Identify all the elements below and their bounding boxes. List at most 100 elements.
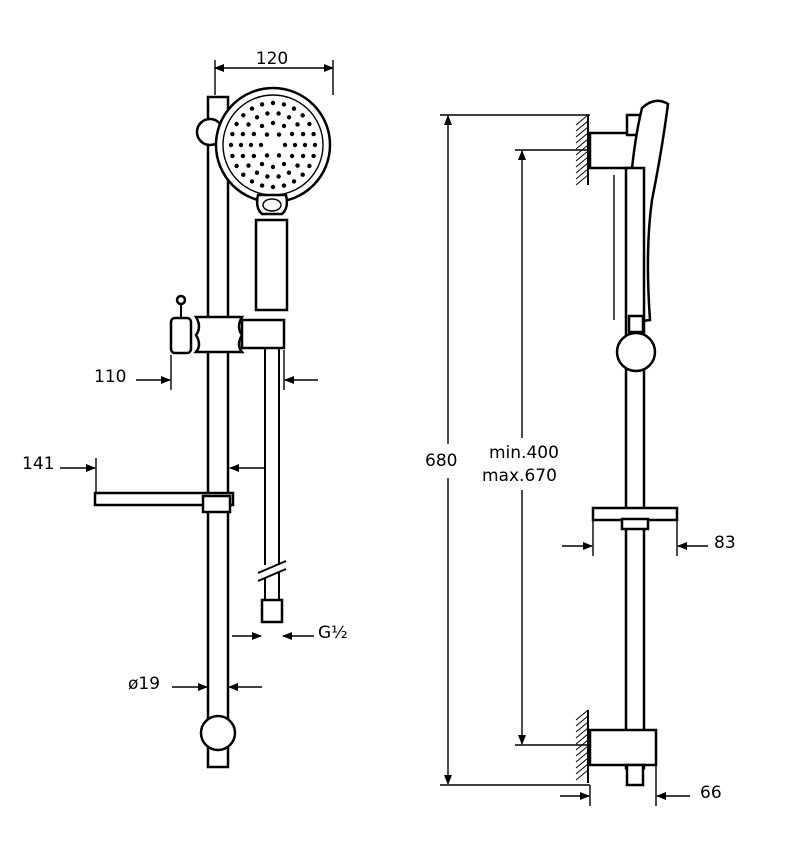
dim-adjust-max-label: max.670	[482, 466, 557, 486]
hatch-line	[575, 751, 589, 763]
dim-rail-length-label: 680	[425, 451, 457, 471]
nozzle-dot	[259, 102, 265, 107]
hatch-line	[575, 168, 589, 180]
hatch-line	[575, 769, 589, 781]
hatch-line	[575, 174, 589, 186]
nozzle-dot	[307, 121, 312, 127]
nozzle-dot	[281, 183, 287, 188]
nozzle-dot	[300, 131, 306, 137]
nozzle-dot	[295, 122, 300, 127]
nozzle-dot	[292, 142, 298, 148]
hatch-line	[575, 114, 589, 126]
nozzle-dot	[276, 153, 282, 158]
nozzle-dot	[307, 163, 312, 169]
nozzle-dot	[286, 170, 292, 175]
nozzle-dot	[276, 174, 281, 179]
nozzle-dot	[265, 111, 270, 116]
nozzle-dot	[240, 131, 246, 137]
nozzle-dot	[249, 179, 255, 184]
dim-head-width: 120	[214, 49, 334, 95]
hatch-line	[575, 733, 589, 745]
dim-hose-thread: G½	[232, 623, 348, 643]
dim-bracket-depth-label: 66	[700, 783, 722, 803]
shower-hose	[257, 348, 287, 624]
hatch-line	[575, 727, 589, 739]
dim-holder-offset: 110	[94, 350, 318, 390]
hatch-line	[575, 745, 589, 757]
nozzle-dot	[270, 120, 276, 126]
nozzle-dot	[265, 174, 270, 179]
nozzle-dot	[270, 164, 276, 170]
hatch-line	[575, 156, 589, 168]
nozzle-dot	[302, 142, 308, 148]
nozzle-dot	[240, 153, 246, 159]
dim-adjust-min-label: min.400	[489, 443, 559, 463]
nozzle-dot	[264, 132, 270, 137]
nozzle-dot	[270, 100, 276, 106]
hatch-line	[575, 709, 589, 721]
nozzle-dot	[230, 153, 235, 159]
dim-holder-offset-label: 110	[94, 367, 126, 387]
nozzle-dot	[249, 106, 255, 111]
side-slider-knob	[615, 331, 657, 373]
hand-shower-handle	[254, 218, 289, 312]
dim-head-width-label: 120	[256, 49, 288, 69]
side-slide-rail	[624, 166, 646, 770]
hatch-line	[575, 126, 589, 138]
side-view: 680 min.400 max.670 83 66	[425, 99, 736, 806]
hatch-line	[575, 757, 589, 769]
nozzle-dot	[282, 142, 288, 148]
dim-soap-dish-depth: 83	[562, 520, 736, 556]
hatch-line	[575, 162, 589, 174]
nozzle-dot	[258, 142, 264, 148]
nozzle-dot	[254, 170, 260, 175]
dim-soap-dish-offset: 141	[22, 454, 266, 492]
nozzle-dot	[291, 179, 297, 184]
nozzle-dot	[259, 123, 265, 129]
nozzle-dot	[300, 172, 305, 177]
nozzle-dot	[234, 121, 239, 127]
hose-nut	[260, 598, 284, 624]
dim-rail-length: 680	[425, 114, 590, 786]
dim-soap-dish-offset-label: 141	[22, 454, 54, 474]
front-soap-dish	[93, 491, 235, 514]
front-view: 120 110 141 G½ ø19	[22, 49, 348, 769]
hatch-line	[575, 132, 589, 144]
nozzle-dot	[295, 163, 300, 168]
dim-bracket-depth: 66	[560, 765, 722, 806]
nozzle-dot	[248, 142, 254, 148]
hatch-line	[575, 150, 589, 162]
dim-soap-dish-depth-label: 83	[714, 533, 736, 553]
nozzle-dot	[289, 131, 295, 137]
dim-rail-diameter: ø19	[128, 674, 262, 694]
front-slide-rail	[206, 95, 230, 769]
wall-hatch-bottom	[575, 709, 589, 783]
nozzle-dot	[251, 153, 257, 159]
nozzle-dot	[254, 115, 260, 120]
nozzle-dot	[241, 113, 246, 118]
nozzle-dot	[286, 115, 292, 120]
nozzle-dot	[281, 161, 287, 167]
nozzle-dot	[311, 153, 316, 159]
nozzle-dot	[281, 123, 287, 129]
hatch-line	[575, 715, 589, 727]
nozzle-dot	[259, 183, 265, 188]
dim-adjust-range: min.400 max.670	[482, 149, 590, 746]
hatch-line	[575, 721, 589, 733]
nozzle-dot	[234, 163, 239, 169]
nozzle-dot	[264, 153, 270, 158]
nozzle-dot	[270, 184, 276, 190]
nozzle-dot	[311, 131, 316, 137]
nozzle-dot	[276, 111, 281, 116]
hand-shower-head	[214, 86, 332, 216]
nozzle-dot	[276, 132, 282, 137]
nozzle-dot	[246, 163, 251, 168]
hatch-line	[575, 763, 589, 775]
nozzle-dot	[246, 122, 251, 127]
nozzle-dot	[228, 142, 234, 148]
nozzle-dot	[238, 142, 244, 148]
nozzle-dot	[289, 153, 295, 159]
dim-hose-thread-label: G½	[318, 623, 348, 643]
nozzle-dot	[281, 102, 287, 107]
